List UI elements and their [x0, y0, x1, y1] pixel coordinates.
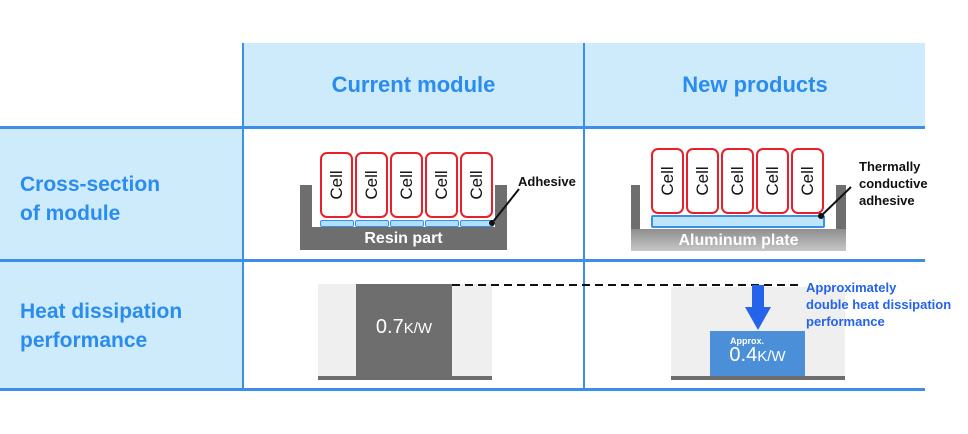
adhesive-label: Adhesive	[518, 174, 576, 189]
battery-cell: Cell	[721, 148, 754, 214]
adhesive-strip	[390, 220, 424, 227]
row-header-line: performance	[20, 329, 148, 352]
cell-label: Cell	[431, 170, 451, 200]
adhesive-callout-line	[818, 186, 852, 219]
thermal-resistance-value-current: 0.7K/W	[356, 316, 452, 339]
cell-label: Cell	[326, 170, 346, 200]
thermal-resistance-bar-current	[356, 284, 452, 376]
cell-label: Cell	[692, 166, 712, 196]
adhesive-callout-line	[489, 188, 520, 226]
value-number: 0.4	[729, 344, 758, 366]
reference-dashed-line	[452, 284, 800, 286]
column-header-current-module: Current module	[244, 43, 583, 127]
label-line: adhesive	[859, 193, 915, 208]
adhesive-strip	[355, 220, 389, 227]
thermally-conductive-adhesive-layer	[651, 215, 825, 228]
baseline	[318, 376, 492, 380]
aluminum-plate: Aluminum plate	[631, 229, 846, 251]
battery-cell: Cell	[355, 152, 388, 218]
column-header-label: New products	[682, 72, 828, 97]
thermal-resistance-bar-new	[710, 331, 805, 376]
row-header-line: of module	[20, 202, 121, 225]
baseline	[671, 376, 845, 380]
annotation-line: Approximately	[806, 280, 897, 295]
cell-label: Cell	[762, 166, 782, 196]
tray-left-wall	[631, 185, 640, 230]
battery-cell: Cell	[425, 152, 458, 218]
row-header-line: Cross-section	[20, 173, 161, 196]
cell-label: Cell	[727, 166, 747, 196]
grid-line-col2	[583, 43, 585, 391]
battery-cell: Cell	[686, 148, 719, 214]
grid-line-header-bottom	[0, 126, 925, 129]
battery-cell: Cell	[460, 152, 493, 218]
resin-part-base: Resin part	[300, 227, 507, 250]
resin-part-label: Resin part	[364, 230, 443, 247]
row-header-background	[0, 127, 243, 389]
grid-line-row-divider	[0, 259, 925, 262]
value-unit: K/W	[757, 348, 786, 365]
annotation-line: double heat dissipation	[806, 297, 952, 312]
battery-cell: Cell	[651, 148, 684, 214]
cell-label: Cell	[361, 170, 381, 200]
annotation-line: performance	[806, 314, 885, 329]
cell-label: Cell	[396, 170, 416, 200]
value-number: 0.7	[375, 316, 404, 338]
label-line: conductive	[859, 176, 928, 191]
battery-cell: Cell	[756, 148, 789, 214]
thermal-resistance-value-new: Approx. 0.4K/W	[710, 334, 805, 366]
grid-line-table-bottom	[0, 388, 925, 391]
column-header-label: Current module	[331, 72, 496, 97]
thermally-conductive-adhesive-label: Thermally conductive adhesive	[859, 158, 928, 209]
value-unit: K/W	[403, 320, 433, 337]
adhesive-strip	[320, 220, 354, 227]
aluminum-plate-label: Aluminum plate	[678, 232, 799, 249]
adhesive-strip	[425, 220, 459, 227]
cell-label: Cell	[466, 170, 486, 200]
grid-line-col1	[242, 43, 244, 391]
battery-cell: Cell	[390, 152, 423, 218]
row-header-heat-dissipation: Heat dissipation performance	[20, 297, 182, 355]
battery-cell: Cell	[320, 152, 353, 218]
improvement-annotation: Approximately double heat dissipation pe…	[806, 279, 951, 330]
approx-prefix: Approx.	[730, 336, 765, 346]
row-header-cross-section: Cross-section of module	[20, 170, 160, 228]
battery-cell: Cell	[791, 148, 824, 214]
tray-right-wall	[836, 185, 846, 230]
cell-label: Cell	[657, 166, 677, 196]
label-line: Thermally	[859, 159, 921, 174]
down-arrow-icon	[745, 285, 771, 330]
column-header-new-products: New products	[585, 43, 925, 127]
row-header-line: Heat dissipation	[20, 300, 183, 323]
